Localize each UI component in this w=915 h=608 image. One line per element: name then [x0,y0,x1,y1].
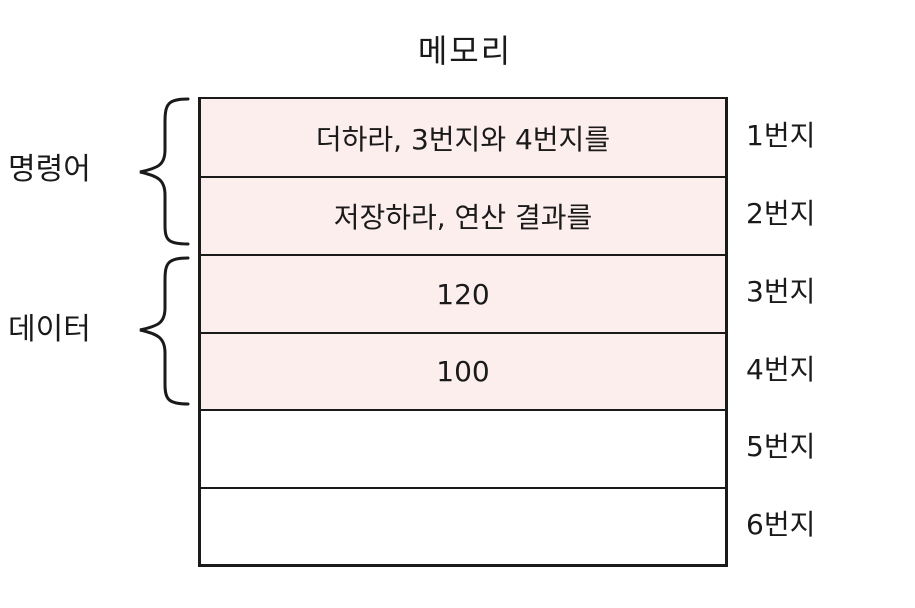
address-label-5: 5번지 [746,430,816,463]
memory-cell-6 [201,489,725,564]
address-label-6: 6번지 [746,508,816,541]
instruction-brace [139,97,190,246]
memory-table: 더하라, 3번지와 4번지를 저장하라, 연산 결과를 120 100 [198,97,728,567]
memory-cell-content: 120 [436,277,490,311]
cell-divider [201,176,725,178]
data-brace [139,256,190,406]
memory-cell-1: 더하라, 3번지와 4번지를 [201,99,725,176]
cell-divider [201,254,725,256]
memory-cell-5 [201,411,725,487]
memory-cell-4: 100 [201,334,725,409]
address-label-4: 4번지 [746,353,816,386]
memory-cell-2: 저장하라, 연산 결과를 [201,178,725,254]
diagram-title: 메모리 [417,32,513,70]
memory-cell-3: 120 [201,256,725,332]
cell-divider [201,409,725,411]
cell-divider [201,332,725,334]
memory-cell-content: 더하라, 3번지와 4번지를 [315,122,611,156]
group-label-instructions: 명령어 [8,152,91,187]
address-label-2: 2번지 [746,197,816,230]
address-label-1: 1번지 [746,119,816,152]
memory-cell-content: 100 [436,355,490,388]
memory-cell-content: 저장하라, 연산 결과를 [333,201,593,234]
address-label-3: 3번지 [746,275,816,308]
cell-divider [201,487,725,489]
group-label-data: 데이터 [8,312,91,347]
